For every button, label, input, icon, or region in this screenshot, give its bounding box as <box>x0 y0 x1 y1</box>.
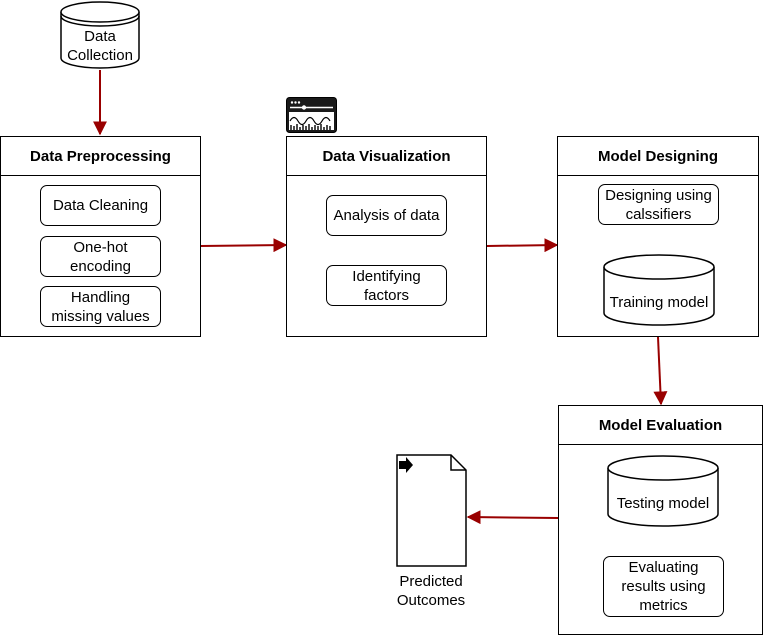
training-model-store: Training model <box>603 254 715 326</box>
database-icon <box>603 254 715 326</box>
visualization-panel: Data Visualization Analysis of data Iden… <box>286 136 487 337</box>
evaluation-panel: Model Evaluation Testing model Evaluatin… <box>558 405 763 635</box>
step-evaluating-results: Evaluating results using metrics <box>603 556 724 617</box>
visualization-title: Data Visualization <box>287 137 486 176</box>
dashboard-chart-icon <box>286 97 337 133</box>
designing-title: Model Designing <box>558 137 758 176</box>
step-one-hot-encoding: One-hot encoding <box>40 236 161 277</box>
step-identifying-factors: Identifying factors <box>326 265 447 306</box>
database-icon <box>607 455 719 527</box>
arrow-preprocessing-to-visualization <box>200 238 288 253</box>
data-collection-label: Data Collection <box>67 28 133 64</box>
evaluation-title: Model Evaluation <box>559 406 762 445</box>
preprocessing-title: Data Preprocessing <box>1 137 200 176</box>
document-icon <box>396 454 467 567</box>
testing-model-label: Testing model <box>616 494 710 512</box>
arrow-visualization-to-designing <box>486 238 559 253</box>
arrow-right-icon <box>399 457 413 473</box>
preprocessing-panel: Data Preprocessing Data Cleaning One-hot… <box>0 136 201 337</box>
predicted-outcomes-document <box>396 454 468 568</box>
step-data-cleaning: Data Cleaning <box>40 185 161 226</box>
step-analysis-of-data: Analysis of data <box>326 195 447 236</box>
training-model-label: Training model <box>609 293 709 311</box>
designing-panel: Model Designing Designing using calssifi… <box>557 136 759 337</box>
step-handling-missing-values: Handling missing values <box>40 286 161 327</box>
arrow-evaluation-to-outcomes <box>466 510 559 525</box>
database-icon <box>60 1 140 69</box>
arrow-designing-to-evaluation <box>653 336 668 406</box>
data-collection-store: Data Collection <box>60 1 140 69</box>
testing-model-store: Testing model <box>607 455 719 527</box>
step-designing-classifiers: Designing using calssifiers <box>598 184 719 225</box>
predicted-outcomes-label: Predicted Outcomes <box>396 573 466 609</box>
